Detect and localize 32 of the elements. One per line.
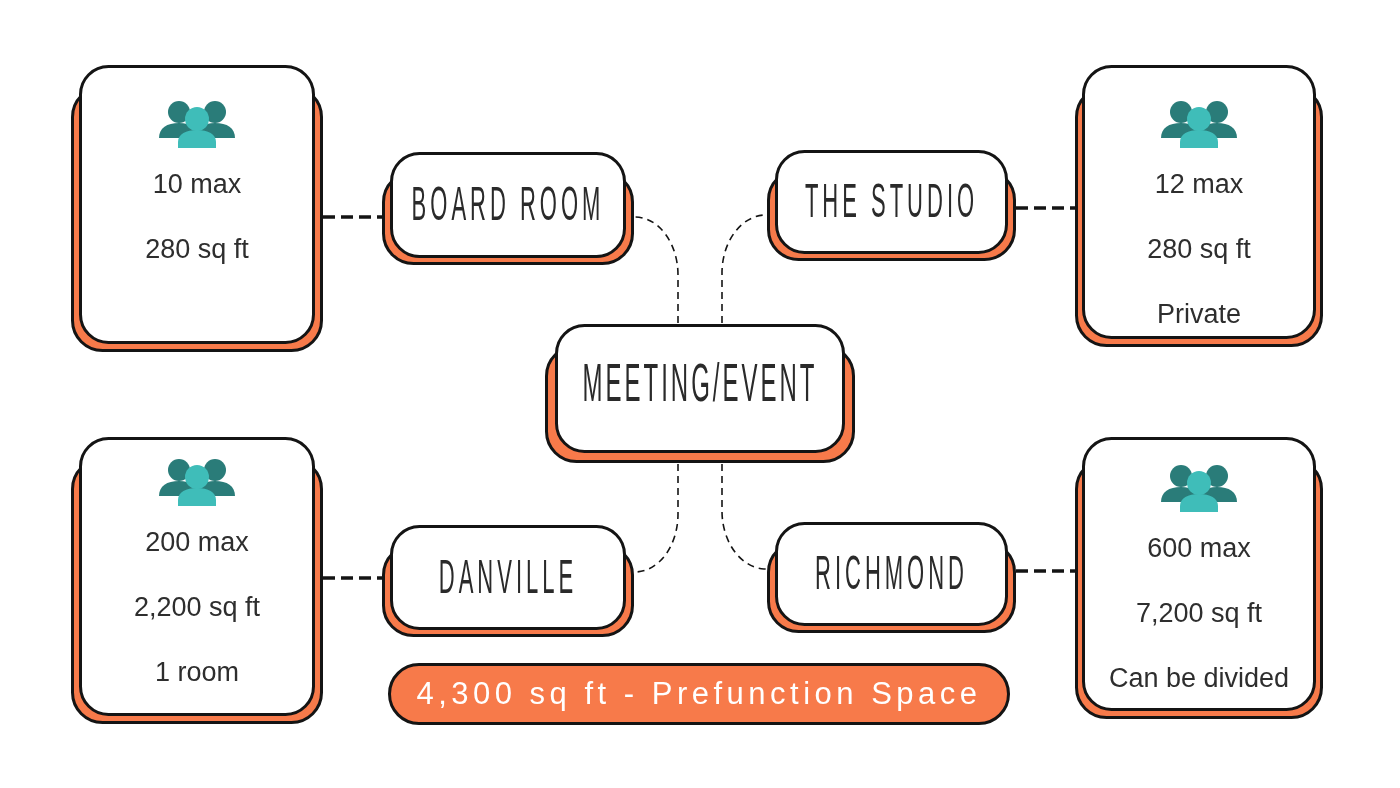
dashed-connector [1016,206,1075,210]
dashed-connector [1016,569,1075,573]
detail-text: 280 sq ft [1147,233,1251,266]
detail-text: Private [1156,298,1241,331]
hub-title: MEETING/EVENT [582,353,818,412]
detail-text: 2,200 sq ft [133,591,261,624]
room-tag [767,150,1016,261]
room-tag [767,522,1016,633]
room-name: BOARD ROOM [411,176,605,234]
dashed-connector [721,463,767,570]
info-card [1075,437,1323,719]
info-card [1075,65,1323,347]
info-card [71,65,323,352]
hub-node [545,324,855,463]
dashed-connector [634,216,679,324]
detail-text: 7,200 sq ft [1135,597,1263,630]
room-name: DANVILLE [438,548,578,606]
detail-text: 600 max [1147,532,1251,565]
room-name: RICHMOND [815,545,968,603]
room-name: THE STUDIO [804,173,979,231]
detail-text: 10 max [152,168,242,201]
room-tag [382,525,634,637]
detail-text: 200 max [145,526,249,559]
room-tag [382,152,634,265]
dashed-connector [323,215,382,219]
detail-text: Can be divided [1108,662,1290,695]
dashed-connector [323,576,382,580]
detail-text: 12 max [1154,168,1244,201]
detail-text: 1 room [154,656,239,689]
info-card [71,437,323,724]
detail-text: 280 sq ft [145,233,249,266]
area-note: 4,300 sq ft - Prefunction Space [416,676,982,712]
